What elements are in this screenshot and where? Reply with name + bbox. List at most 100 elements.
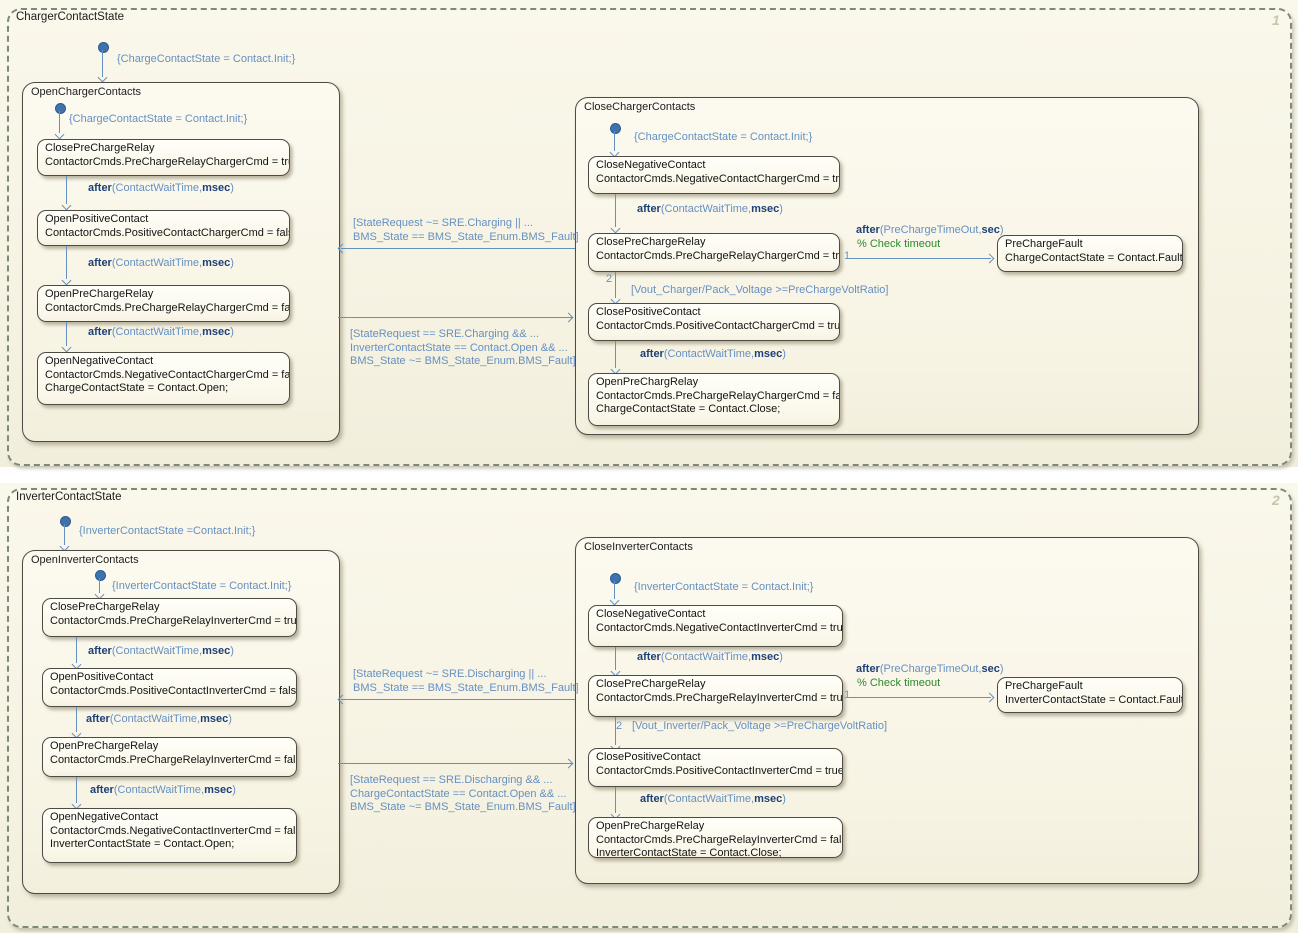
transition-action-label[interactable]: {ChargeContactState = Contact.Init;} [117, 53, 296, 65]
transition-line[interactable] [66, 246, 67, 279]
state-open-precharg-relay[interactable]: OpenPreChargRelay ContactorCmds.PreCharg… [588, 373, 840, 426]
transition-action-label[interactable]: {ChargeContactState = Contact.Init;} [69, 113, 248, 125]
default-transition-dot[interactable] [95, 570, 106, 581]
transition-guard-label[interactable]: [StateRequest == SRE.Charging && ... Inv… [350, 328, 576, 367]
transition-event-label[interactable]: after(ContactWaitTime,msec) [640, 348, 786, 360]
state-open-charger-contacts-label[interactable]: OpenChargerContacts [31, 86, 142, 98]
state-close-precharge-relay[interactable]: ClosePreChargeRelay ContactorCmds.PreCha… [588, 675, 843, 717]
state-close-positive-contact[interactable]: ClosePositiveContact ContactorCmds.Posit… [588, 303, 840, 341]
state-close-positive-contact[interactable]: ClosePositiveContact ContactorCmds.Posit… [588, 748, 843, 787]
transition-line[interactable] [338, 317, 572, 318]
state-close-precharge-relay[interactable]: ClosePreChargeRelay ContactorCmds.PreCha… [588, 233, 840, 272]
transition-action-label[interactable]: {InverterContactState = Contact.Init;} [112, 580, 292, 592]
state-title: ClosePositiveContact [596, 751, 701, 763]
default-transition-dot[interactable] [60, 516, 71, 527]
state-action: InverterContactState = Contact.Close; [596, 847, 782, 858]
state-title: PreChargeFault [1005, 238, 1083, 250]
transition-event-label[interactable]: after(ContactWaitTime,msec) [637, 203, 783, 215]
transition-line[interactable] [615, 272, 616, 298]
transition-comment-label[interactable]: % Check timeout [857, 238, 941, 250]
transition-comment-label[interactable]: % Check timeout [857, 677, 941, 689]
transition-line[interactable] [849, 697, 991, 698]
transition-line[interactable] [849, 258, 991, 259]
transition-event-label[interactable]: after(ContactWaitTime,msec) [88, 257, 234, 269]
state-open-positive-contact[interactable]: OpenPositiveContact ContactorCmds.Positi… [42, 668, 297, 707]
transition-line[interactable] [64, 524, 65, 545]
transition-event-label[interactable]: after(ContactWaitTime,msec) [88, 182, 234, 194]
state-close-negative-contact[interactable]: CloseNegativeContact ContactorCmds.Negat… [588, 156, 840, 194]
transition-event-label[interactable]: after(ContactWaitTime,msec) [88, 645, 234, 657]
state-action: ContactorCmds.PreChargeRelayChargerCmd =… [45, 155, 290, 168]
transition-line[interactable] [102, 50, 103, 77]
transition-guard-label[interactable]: [StateRequest ~= SRE.Discharging || ... … [353, 668, 579, 694]
transition-line[interactable] [341, 248, 575, 249]
state-close-charger-contacts-label[interactable]: CloseChargerContacts [584, 101, 696, 113]
transition-line[interactable] [338, 763, 572, 764]
transition-line[interactable] [614, 131, 615, 151]
transition-event-label[interactable]: after(ContactWaitTime,msec) [640, 793, 786, 805]
state-precharge-fault[interactable]: PreChargeFault InverterContactState = Co… [997, 677, 1183, 713]
state-close-precharge-relay[interactable]: ClosePreChargeRelay ContactorCmds.PreCha… [37, 139, 290, 176]
state-open-inverter-contacts-label[interactable]: OpenInverterContacts [31, 554, 139, 566]
transition-line[interactable] [614, 581, 615, 599]
transition-event-label[interactable]: after(PreChargeTimeOut,sec) [856, 224, 1004, 236]
transition-action-label[interactable]: {InverterContactState =Contact.Init;} [79, 525, 256, 537]
transition-line[interactable] [341, 699, 575, 700]
state-open-precharge-relay[interactable]: OpenPreChargeRelay ContactorCmds.PreChar… [588, 817, 843, 858]
state-open-positive-contact[interactable]: OpenPositiveContact ContactorCmds.Positi… [37, 210, 290, 246]
transition-line[interactable] [615, 194, 616, 227]
state-open-negative-contact[interactable]: OpenNegativeContact ContactorCmds.Negati… [42, 808, 297, 863]
transition-event-label[interactable]: after(ContactWaitTime,msec) [90, 784, 236, 796]
transition-line[interactable] [615, 647, 616, 670]
transition-line[interactable] [76, 707, 77, 732]
transition-order-number[interactable]: 1 [844, 250, 851, 262]
state-open-precharge-relay[interactable]: OpenPreChargeRelay ContactorCmds.PreChar… [42, 737, 297, 777]
transition-action-label[interactable]: {ChargeContactState = Contact.Init;} [634, 131, 813, 143]
state-action: ContactorCmds.PositiveContactInverterCmd… [596, 764, 843, 777]
transition-line[interactable] [66, 176, 67, 204]
state-action: InverterContactState = Contact.Fault; [1005, 693, 1183, 706]
state-close-precharge-relay[interactable]: ClosePreChargeRelay ContactorCmds.PreCha… [42, 598, 297, 637]
state-title: ClosePositiveContact [596, 306, 701, 318]
state-title: OpenPositiveContact [45, 213, 149, 225]
default-transition-dot[interactable] [610, 123, 621, 134]
transition-line[interactable] [59, 111, 60, 133]
transition-action-label[interactable]: {InverterContactState = Contact.Init;} [634, 581, 814, 593]
transition-guard-label[interactable]: [Vout_Inverter/Pack_Voltage >=PreChargeV… [632, 720, 887, 732]
transition-guard-label[interactable]: [StateRequest == SRE.Discharging && ... … [350, 774, 576, 813]
transition-order-number[interactable]: 2 [616, 720, 623, 732]
parallel-state-charger-label[interactable]: ChargerContactState [16, 11, 125, 23]
state-title: ClosePreChargeRelay [596, 236, 706, 248]
state-close-inverter-contacts-label[interactable]: CloseInverterContacts [584, 541, 693, 553]
default-transition-dot[interactable] [610, 573, 621, 584]
parallel-state-inverter-label[interactable]: InverterContactState [16, 491, 122, 503]
transition-line[interactable] [66, 322, 67, 346]
transition-event-label[interactable]: after(ContactWaitTime,msec) [88, 326, 234, 338]
transition-line[interactable] [615, 341, 616, 368]
parallel-state-inverter[interactable] [7, 488, 1292, 928]
state-precharge-fault[interactable]: PreChargeFault ChargeContactState = Cont… [997, 235, 1183, 272]
transition-line[interactable] [99, 578, 100, 593]
transition-order-number[interactable]: 2 [606, 273, 613, 285]
transition-event-label[interactable]: after(PreChargeTimeOut,sec) [856, 663, 1004, 675]
transition-event-label[interactable]: after(ContactWaitTime,msec) [86, 713, 232, 725]
execution-order-badge-1: 1 [1272, 12, 1280, 28]
state-open-precharge-relay[interactable]: OpenPreChargeRelay ContactorCmds.PreChar… [37, 285, 290, 322]
transition-line[interactable] [615, 787, 616, 813]
default-transition-dot[interactable] [98, 42, 109, 53]
state-title: PreChargeFault [1005, 680, 1083, 692]
state-action: ContactorCmds.NegativeContactInverterCmd… [50, 824, 297, 837]
transition-order-number[interactable]: 1 [844, 689, 851, 701]
state-open-negative-contact[interactable]: OpenNegativeContact ContactorCmds.Negati… [37, 352, 290, 405]
transition-guard-label[interactable]: [StateRequest ~= SRE.Charging || ... BMS… [353, 217, 579, 243]
transition-guard-label[interactable]: [Vout_Charger/Pack_Voltage >=PreChargeVo… [631, 284, 889, 296]
transition-line[interactable] [76, 777, 77, 803]
default-transition-dot[interactable] [55, 103, 66, 114]
transition-event-label[interactable]: after(ContactWaitTime,msec) [637, 651, 783, 663]
execution-order-badge-2: 2 [1272, 492, 1280, 508]
parallel-state-charger[interactable] [7, 8, 1292, 466]
transition-line[interactable] [615, 717, 616, 745]
state-action: ChargeContactState = Contact.Close; [596, 403, 781, 415]
state-close-negative-contact[interactable]: CloseNegativeContact ContactorCmds.Negat… [588, 605, 843, 647]
transition-line[interactable] [76, 637, 77, 663]
